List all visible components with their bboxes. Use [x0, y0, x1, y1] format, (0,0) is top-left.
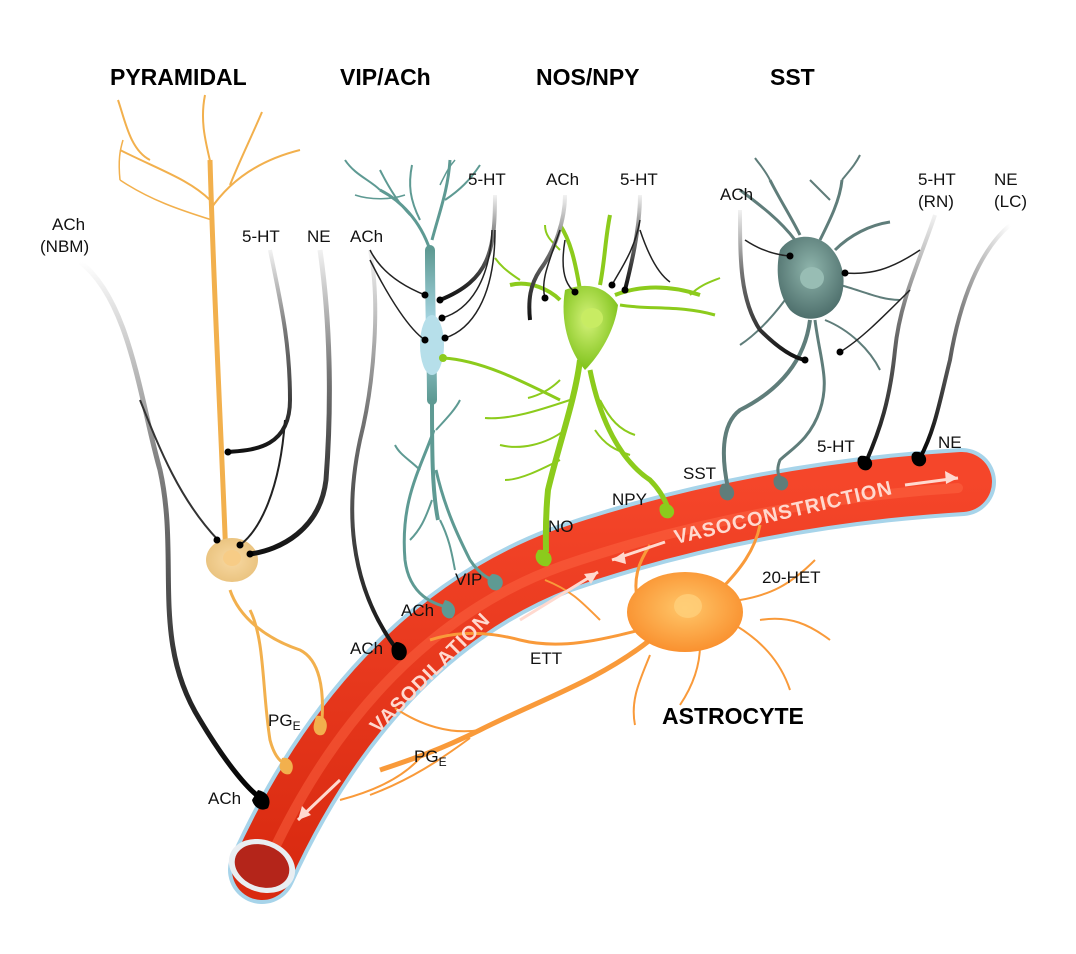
label-ne-lc: NE — [994, 170, 1018, 189]
ht5-terminal — [857, 455, 873, 471]
label-20-het: 20-HET — [762, 568, 821, 587]
blood-vessel — [228, 448, 996, 904]
vessel-lumen — [234, 844, 290, 888]
label-sst-terminal: SST — [683, 464, 716, 483]
header-vip-ach: VIP/ACh — [340, 64, 431, 90]
no-terminal — [535, 549, 552, 567]
label-pge-astro: PGE — [414, 747, 447, 769]
label-vip: VIP — [455, 570, 482, 589]
sst-terminal-2 — [773, 475, 789, 491]
pyr-ne-fiber — [249, 249, 332, 557]
label-nos-ach: ACh — [546, 170, 579, 189]
vip-terminal — [487, 574, 503, 591]
label-sst-5ht: 5-HT — [918, 170, 956, 189]
sst-terminal-1 — [719, 483, 735, 501]
ach-vessel-terminal — [391, 642, 407, 661]
label-nos-5ht: 5-HT — [620, 170, 658, 189]
header-sst: SST — [770, 64, 815, 90]
label-lc: (LC) — [994, 192, 1027, 211]
label-sst-ach: ACh — [720, 185, 753, 204]
nos-5ht-fiber — [623, 194, 642, 291]
label-ach-vessel: ACh — [350, 639, 383, 658]
label-ach-nbm: ACh — [52, 215, 85, 234]
ach-bottom-terminal — [252, 790, 270, 810]
sst-cell — [719, 154, 901, 501]
label-pyr-5ht: 5-HT — [242, 227, 280, 246]
vip-ach-terminal — [441, 600, 456, 619]
sst-5ht-fiber — [864, 214, 937, 463]
label-ach-vip: ACh — [401, 601, 434, 620]
label-no: NO — [548, 517, 574, 536]
sst-ach-fiber — [738, 209, 806, 362]
label-ne-terminal: NE — [938, 433, 962, 452]
ne-terminal — [911, 451, 927, 467]
label-npy: NPY — [612, 490, 647, 509]
label-pge-pyr: PGE — [268, 711, 301, 733]
label-5ht-terminal: 5-HT — [817, 437, 855, 456]
label-ett: ETT — [530, 649, 562, 668]
label-nbm: (NBM) — [40, 237, 89, 256]
npy-terminal — [659, 503, 675, 519]
pge-terminal-2 — [279, 757, 293, 775]
astrocyte-cell — [339, 524, 831, 801]
pyramidal-cell — [117, 94, 327, 775]
pyr-5ht-fiber — [227, 249, 293, 454]
label-ach-bottom: ACh — [208, 789, 241, 808]
vip-5ht-fiber — [439, 194, 497, 302]
header-nos-npy: NOS/NPY — [536, 64, 640, 90]
pge-terminal-1 — [313, 715, 327, 736]
header-pyramidal: PYRAMIDAL — [110, 64, 247, 90]
label-pyr-ne: NE — [307, 227, 331, 246]
label-vip-5ht: 5-HT — [468, 170, 506, 189]
ne-lc-fiber — [918, 223, 1012, 459]
header-astrocyte: ASTROCYTE — [662, 703, 804, 729]
ach-nbm-fiber — [78, 260, 260, 798]
nos-ach-fiber — [527, 194, 567, 321]
vip-ach-cell — [344, 159, 503, 619]
ach-vessel-fiber — [350, 249, 402, 656]
nos-soma — [563, 285, 618, 370]
nos-npy-cell — [442, 214, 721, 567]
label-vip-ach: ACh — [350, 227, 383, 246]
vasodilation-arrow-up — [519, 570, 599, 622]
label-rn: (RN) — [918, 192, 954, 211]
